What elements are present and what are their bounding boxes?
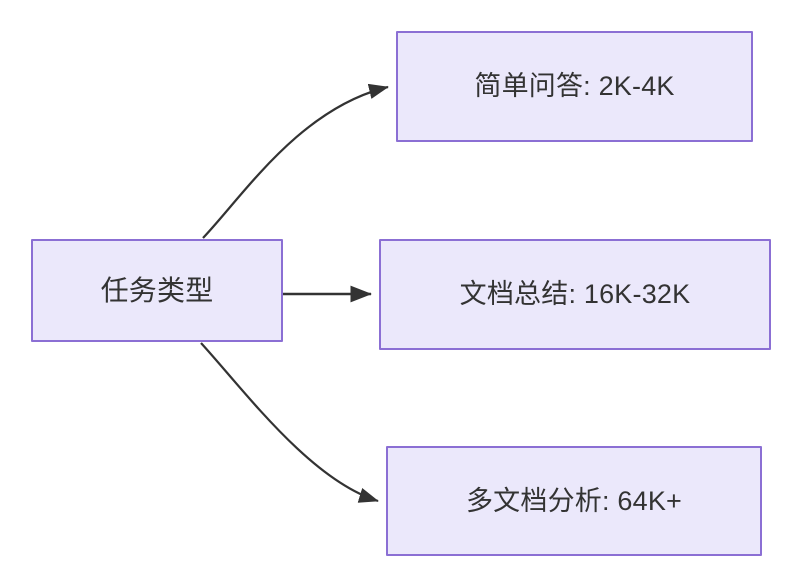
edge-root-to-multi (200, 342, 379, 503)
node-document-summary[interactable]: 文档总结: 16K-32K (379, 239, 771, 350)
node-task-type[interactable]: 任务类型 (31, 239, 283, 342)
node-document-summary-label: 文档总结: 16K-32K (459, 279, 691, 310)
node-simple-qa[interactable]: 简单问答: 2K-4K (396, 31, 753, 142)
node-multi-document-analysis-label: 多文档分析: 64K+ (465, 485, 682, 516)
edge-root-to-qa (202, 83, 389, 239)
node-multi-document-analysis[interactable]: 多文档分析: 64K+ (386, 446, 762, 556)
node-task-type-label: 任务类型 (100, 274, 214, 306)
node-simple-qa-label: 简单问答: 2K-4K (474, 71, 675, 102)
